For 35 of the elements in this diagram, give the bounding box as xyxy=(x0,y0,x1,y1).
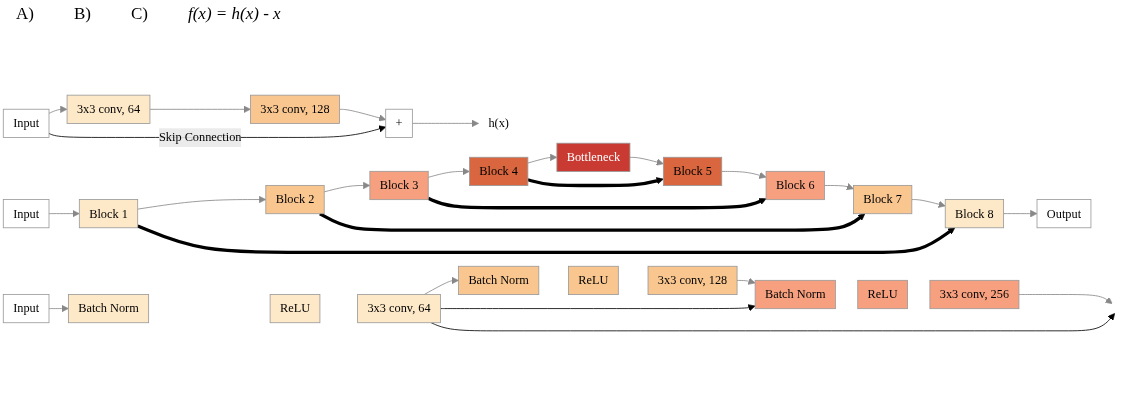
node-text: h(x) xyxy=(488,116,509,130)
node-box: Output xyxy=(1036,199,1092,229)
node-box: 3x3 conv, 128 xyxy=(250,94,340,124)
node-box: ReLU xyxy=(857,279,908,310)
node-box: ReLU xyxy=(269,294,321,324)
node-box: Input xyxy=(2,199,50,229)
node-box: 3x3 conv, 128 xyxy=(647,265,738,296)
arrow xyxy=(427,196,767,210)
panel-label: B) xyxy=(73,4,91,24)
arrow xyxy=(319,212,866,232)
node-box: Block 2 xyxy=(265,185,325,215)
panel-label: A) xyxy=(16,4,34,24)
node-box: Block 7 xyxy=(853,185,913,215)
edge-label: Skip Connection xyxy=(158,130,242,144)
arrow xyxy=(527,177,664,188)
node-box: Block 4 xyxy=(469,156,529,186)
node-box: Input xyxy=(2,294,50,324)
node-box: Input xyxy=(2,108,50,138)
node-box: ReLU xyxy=(568,265,619,296)
node-box: + xyxy=(385,108,413,138)
node-box: Batch Norm xyxy=(458,265,540,296)
arrow xyxy=(137,224,956,254)
node-box: 3x3 conv, 64 xyxy=(357,294,441,324)
node-box: 3x3 conv, 64 xyxy=(66,94,151,124)
node-box: 3x3 conv, 256 xyxy=(929,279,1020,310)
panel-label: C) xyxy=(130,4,148,24)
formula-text: f(x) = h(x) - x xyxy=(187,4,281,24)
node-box: Batch Norm xyxy=(754,279,836,310)
node-box: Bottleneck xyxy=(556,142,631,172)
node-box: Block 5 xyxy=(662,156,723,186)
node-box: Block 3 xyxy=(369,170,429,201)
node-box: Batch Norm xyxy=(67,294,150,324)
node-box: Block 8 xyxy=(944,199,1004,229)
node-box: Block 1 xyxy=(78,199,139,229)
node-box: Block 6 xyxy=(765,170,825,201)
